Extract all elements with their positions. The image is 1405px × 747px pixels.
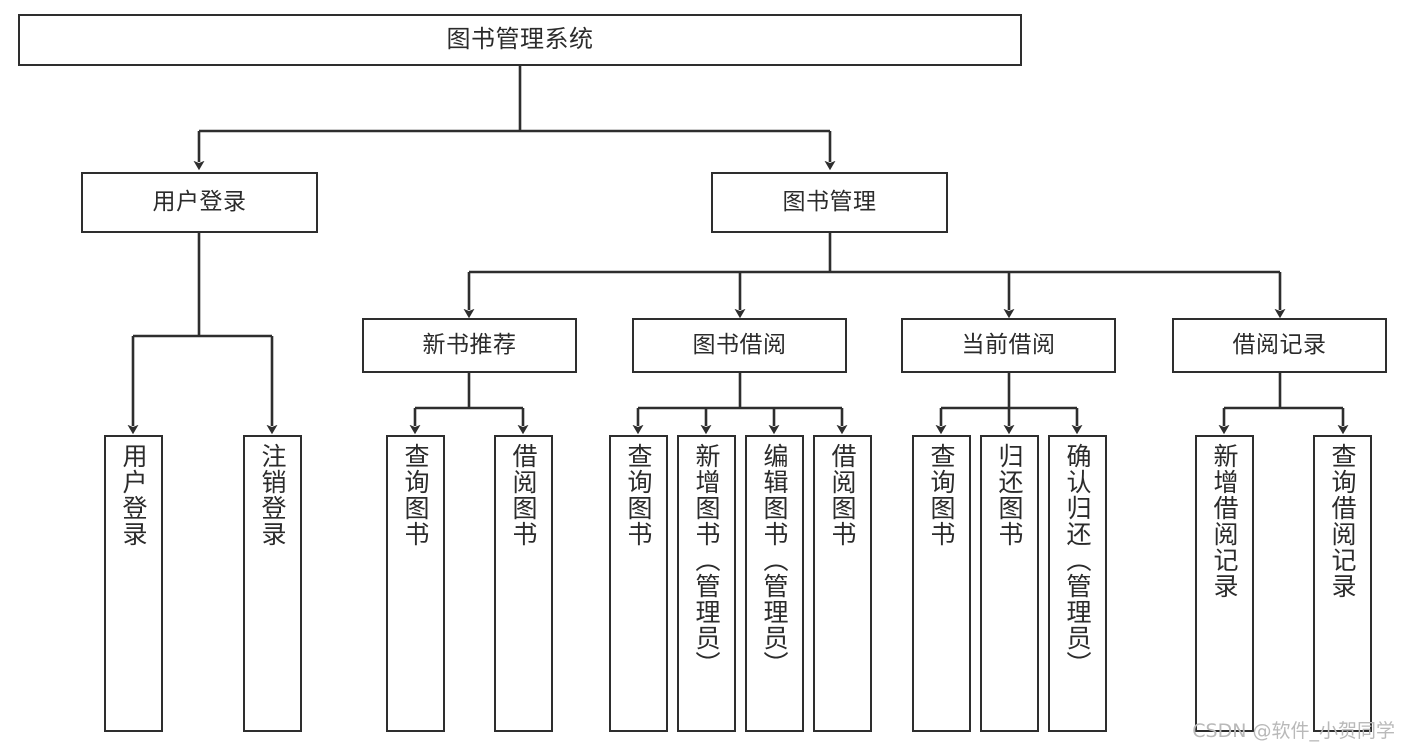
node-label: 新增图书（管理员） [692, 443, 721, 677]
leaf-current-return-book[interactable]: 归还图书 [980, 435, 1039, 732]
leaf-borrow-query-book[interactable]: 查询图书 [609, 435, 668, 732]
leaf-record-add-borrow-record[interactable]: 新增借阅记录 [1195, 435, 1254, 732]
node-label: 查询图书 [401, 443, 430, 547]
node-label: 确认归还（管理员） [1063, 443, 1092, 677]
node-label: 查询图书 [624, 443, 653, 547]
leaf-current-confirm-return-admin[interactable]: 确认归还（管理员） [1048, 435, 1107, 732]
node-label: 借阅记录 [1232, 332, 1327, 359]
node-label: 图书借阅 [692, 332, 787, 359]
leaf-newbook-borrow-book[interactable]: 借阅图书 [494, 435, 553, 732]
node-new-book-recommend[interactable]: 新书推荐 [362, 318, 577, 373]
leaf-borrow-borrow-book[interactable]: 借阅图书 [813, 435, 872, 732]
node-label: 注销登录 [258, 443, 287, 547]
node-label: 查询借阅记录 [1328, 443, 1357, 599]
node-label: 用户登录 [119, 443, 148, 547]
leaf-borrow-add-book-admin[interactable]: 新增图书（管理员） [677, 435, 736, 732]
node-root-system[interactable]: 图书管理系统 [18, 14, 1022, 66]
node-label: 图书管理 [782, 189, 877, 216]
node-current-borrow[interactable]: 当前借阅 [901, 318, 1116, 373]
node-label: 图书管理系统 [446, 25, 594, 54]
node-book-borrow[interactable]: 图书借阅 [632, 318, 847, 373]
node-label: 借阅图书 [828, 443, 857, 547]
node-label: 编辑图书（管理员） [760, 443, 789, 677]
leaf-user-logout[interactable]: 注销登录 [243, 435, 302, 732]
node-label: 用户登录 [152, 189, 247, 216]
node-label: 当前借阅 [961, 332, 1056, 359]
watermark: CSDN @软件_小贺同学 [1192, 720, 1395, 742]
leaf-user-login[interactable]: 用户登录 [104, 435, 163, 732]
node-borrow-record[interactable]: 借阅记录 [1172, 318, 1387, 373]
leaf-current-query-book[interactable]: 查询图书 [912, 435, 971, 732]
node-label: 新增借阅记录 [1210, 443, 1239, 599]
node-user-login[interactable]: 用户登录 [81, 172, 318, 233]
node-label: 新书推荐 [422, 332, 517, 359]
node-book-management[interactable]: 图书管理 [711, 172, 948, 233]
node-label: 查询图书 [927, 443, 956, 547]
leaf-borrow-edit-book-admin[interactable]: 编辑图书（管理员） [745, 435, 804, 732]
leaf-newbook-query-book[interactable]: 查询图书 [386, 435, 445, 732]
node-label: 借阅图书 [509, 443, 538, 547]
node-label: 归还图书 [995, 443, 1024, 547]
leaf-record-query-borrow-record[interactable]: 查询借阅记录 [1313, 435, 1372, 732]
